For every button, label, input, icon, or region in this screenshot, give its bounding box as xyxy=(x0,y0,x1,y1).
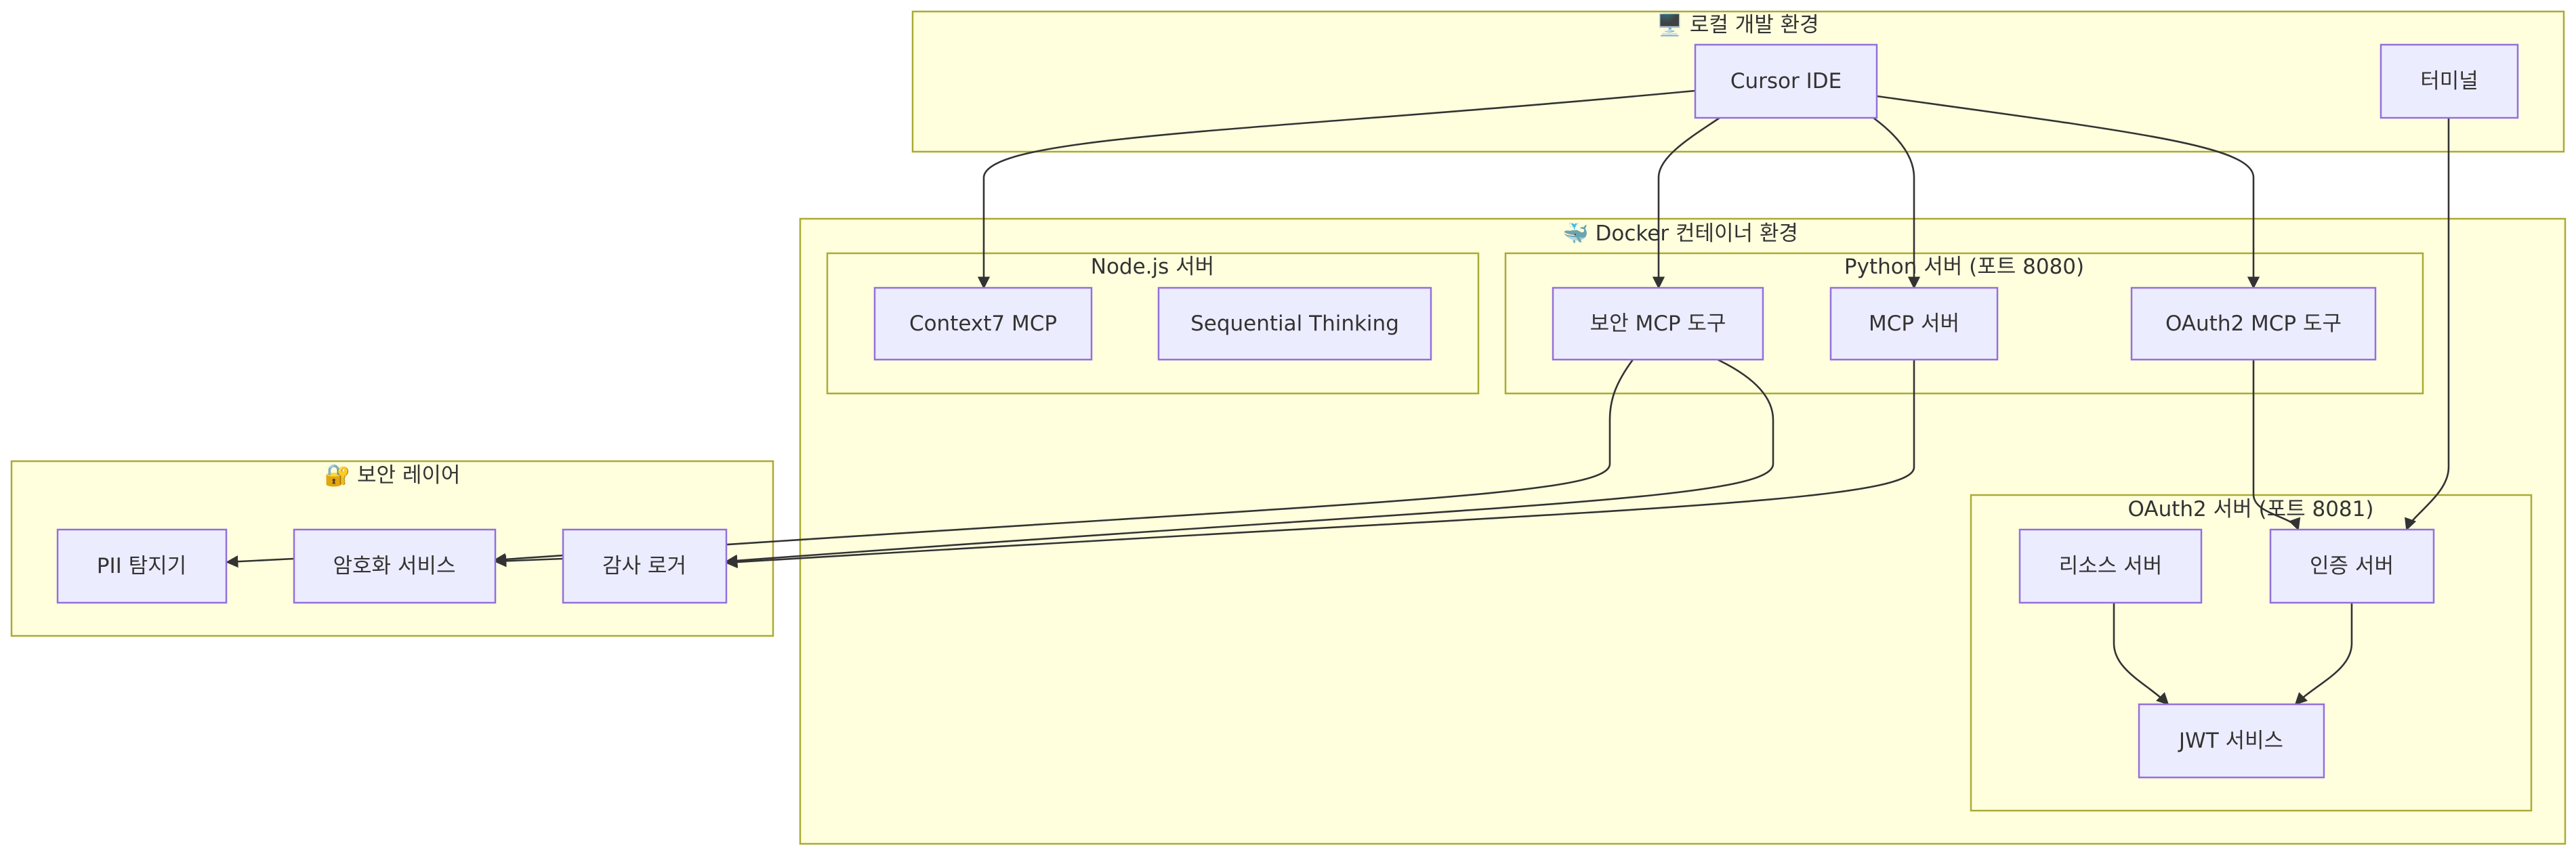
edges xyxy=(226,89,2450,706)
edge-terminal-auth-server xyxy=(2405,118,2450,531)
node-cursor-ide-label: Cursor IDE xyxy=(1730,69,1842,93)
cluster-nodejs-label: Node.js 서버 xyxy=(1091,255,1214,279)
node-cursor-ide[interactable]: Cursor IDE xyxy=(1694,43,1878,119)
node-resource-server[interactable]: 리소스 서버 xyxy=(2018,528,2203,604)
edge-cursor-security-mcp xyxy=(1652,116,1720,289)
edge-security-mcp-encryption xyxy=(493,359,1634,565)
node-encryption-service-label: 암호화 서비스 xyxy=(333,554,456,578)
node-oauth2-mcp-label: OAuth2 MCP 도구 xyxy=(2165,312,2342,336)
node-mcp-server[interactable]: MCP 서버 xyxy=(1829,286,1999,361)
edge-resource-jwt xyxy=(2113,603,2169,706)
node-auth-server-label: 인증 서버 xyxy=(2310,554,2394,578)
node-resource-server-label: 리소스 서버 xyxy=(2059,554,2162,578)
node-context7-label: Context7 MCP xyxy=(909,312,1057,336)
node-terminal[interactable]: 터미널 xyxy=(2380,43,2519,119)
edge-security-mcp-audit xyxy=(725,358,1774,567)
edge-auth-jwt xyxy=(2294,603,2353,706)
node-audit-logger[interactable]: 감사 로거 xyxy=(562,528,728,604)
node-security-mcp-label: 보안 MCP 도구 xyxy=(1590,312,1726,336)
cluster-python-label: Python 서버 (포트 8080) xyxy=(1844,255,2084,279)
node-mcp-server-label: MCP 서버 xyxy=(1869,312,1959,336)
edge-mcp-server-audit xyxy=(725,360,1915,569)
node-jwt-service[interactable]: JWT 서비스 xyxy=(2138,703,2325,779)
node-sequential-thinking[interactable]: Sequential Thinking xyxy=(1157,286,1432,361)
cluster-oauth2-label: OAuth2 서버 (포트 8081) xyxy=(2128,497,2374,521)
cluster-local-dev-label: 🖥️ 로컬 개발 환경 xyxy=(1657,12,1819,37)
edge-oauth2-mcp-auth-server xyxy=(2252,360,2301,531)
node-pii-detector-label: PII 탐지기 xyxy=(97,554,186,578)
cluster-security-label: 🔐 보안 레이어 xyxy=(325,463,461,488)
cluster-docker-label: 🐳 Docker 컨테이너 환경 xyxy=(1562,221,1798,246)
node-encryption-service[interactable]: 암호화 서비스 xyxy=(293,528,497,604)
lock-icon: 🔐 xyxy=(325,463,351,488)
edge-encryption-pii xyxy=(226,555,295,568)
edge-cursor-context7 xyxy=(977,89,1696,289)
node-terminal-label: 터미널 xyxy=(2420,69,2478,93)
edge-audit-encryption xyxy=(494,555,564,568)
edge-cursor-oauth2-mcp xyxy=(1876,95,2260,289)
node-audit-logger-label: 감사 로거 xyxy=(602,554,686,578)
node-pii-detector[interactable]: PII 탐지기 xyxy=(56,528,228,604)
whale-icon: 🐳 xyxy=(1562,221,1589,246)
node-jwt-service-label: JWT 서비스 xyxy=(2178,729,2283,753)
node-oauth2-mcp[interactable]: OAuth2 MCP 도구 xyxy=(2130,286,2377,361)
node-auth-server[interactable]: 인증 서버 xyxy=(2269,528,2435,604)
monitor-icon: 🖥️ xyxy=(1657,12,1683,37)
node-sequential-thinking-label: Sequential Thinking xyxy=(1190,312,1399,336)
node-context7[interactable]: Context7 MCP xyxy=(873,286,1093,361)
node-security-mcp[interactable]: 보안 MCP 도구 xyxy=(1552,286,1764,361)
edge-cursor-mcp-server xyxy=(1873,116,1921,289)
